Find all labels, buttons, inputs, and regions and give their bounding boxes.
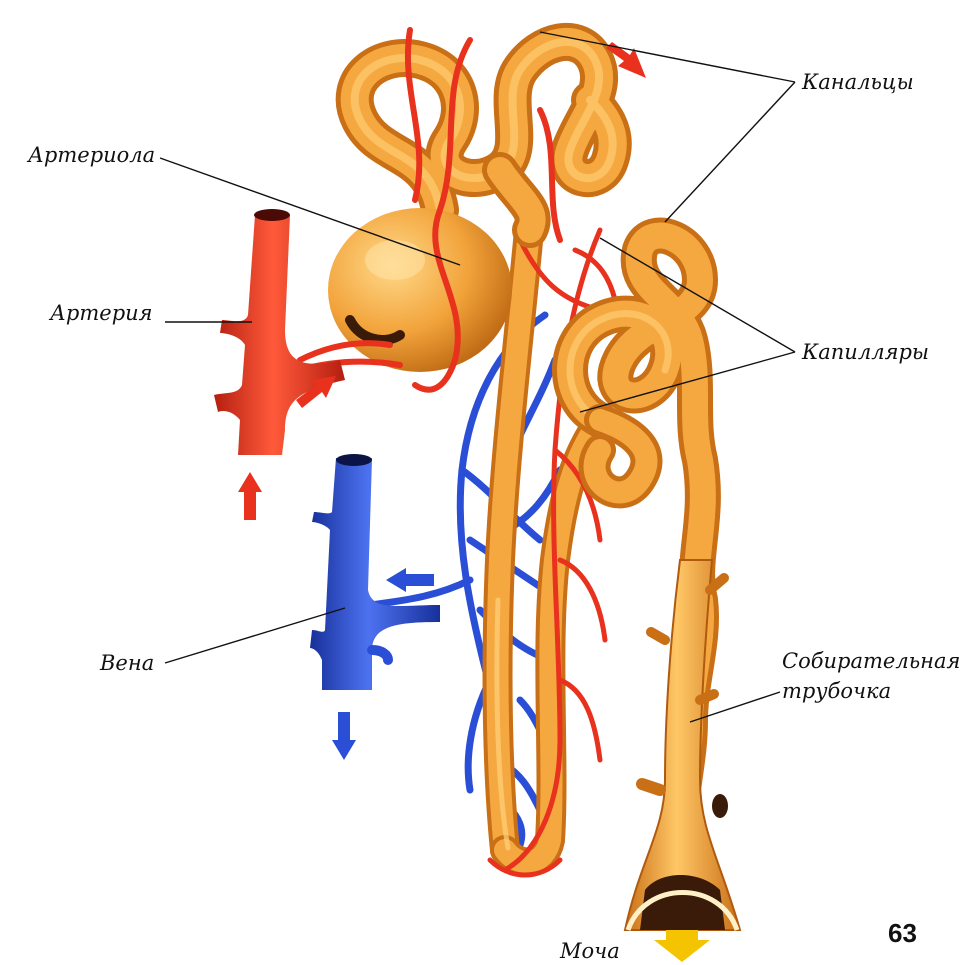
glomerular-capsule (328, 208, 512, 372)
label-arteriya: Артерия (48, 301, 153, 325)
vein (310, 454, 440, 690)
page-number: 63 (888, 918, 917, 948)
convoluted-tubules (355, 42, 613, 230)
venous-flow-arrow-left (386, 568, 434, 592)
label-sobiratelnaya-line2: трубочка (782, 679, 891, 703)
label-kapillyary: Капилляры (801, 340, 929, 364)
label-mocha: Моча (559, 939, 620, 963)
label-sobiratelnaya-line1: Собирательная (782, 649, 960, 673)
urine-flow-arrow (654, 930, 710, 962)
arterial-flow-arrow-up (238, 472, 262, 520)
collecting-duct (625, 560, 740, 930)
label-kanaltsy: Канальцы (801, 70, 914, 94)
artery (214, 209, 345, 455)
label-vena: Вена (99, 651, 154, 675)
label-arteriola: Артериола (26, 143, 155, 167)
venous-flow-arrow-down (332, 712, 356, 760)
